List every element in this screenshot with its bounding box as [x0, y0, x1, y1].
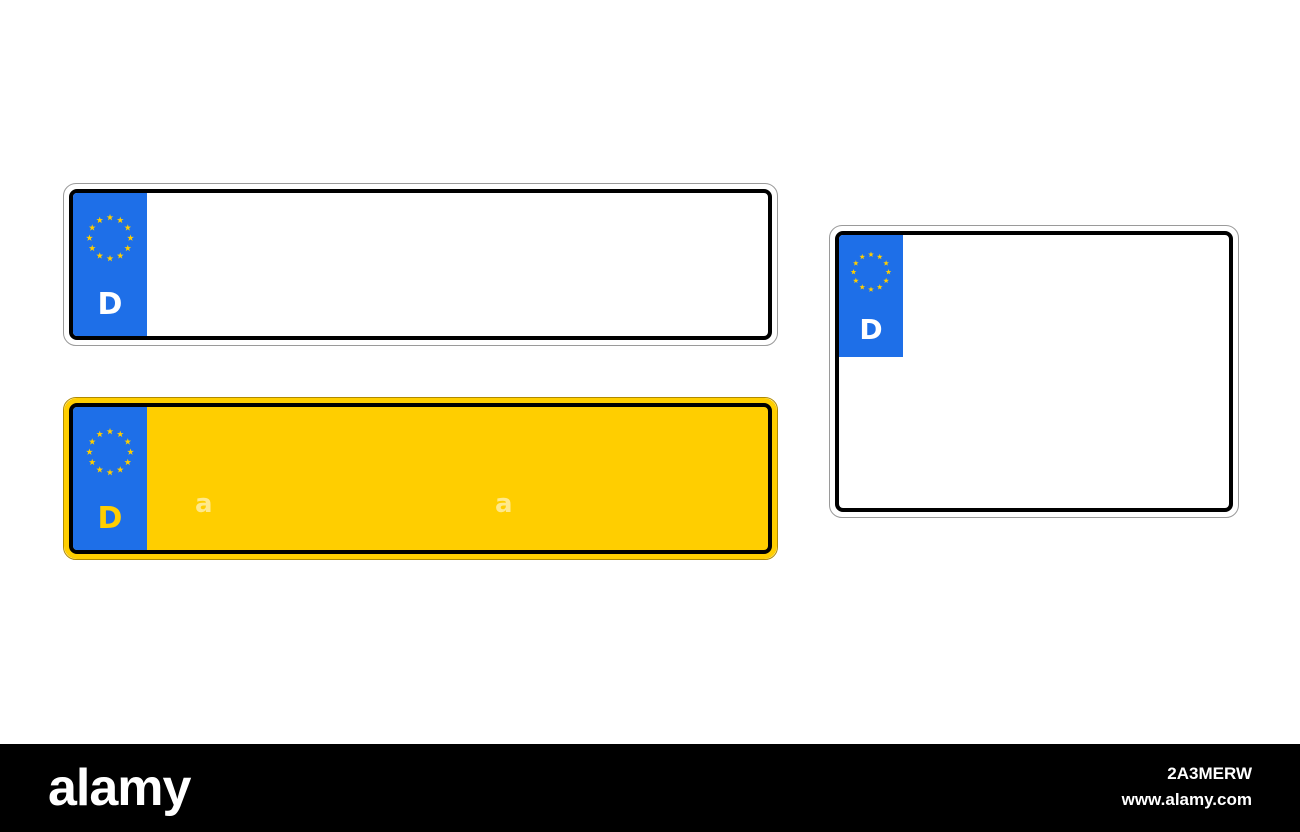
eu-star — [96, 216, 104, 224]
footer-bar: alamy 2A3MERW www.alamy.com — [0, 744, 1300, 832]
eu-star — [883, 260, 889, 266]
eu-star — [88, 224, 96, 231]
eu-band: D — [73, 193, 147, 336]
eu-star — [850, 269, 857, 275]
image-id: 2A3MERW — [1167, 764, 1252, 783]
eu-star — [96, 430, 104, 438]
watermark-letter: a — [195, 489, 213, 519]
license-plate-white-long: D — [63, 183, 778, 346]
eu-star — [885, 269, 892, 275]
eu-star — [859, 284, 866, 290]
eu-star — [88, 438, 96, 445]
eu-star — [96, 252, 104, 259]
eu-star — [116, 430, 124, 438]
eu-star — [116, 216, 124, 224]
eu-star — [853, 277, 859, 284]
watermark-letter: a — [495, 489, 513, 519]
eu-star — [127, 234, 134, 241]
eu-star — [868, 286, 874, 292]
eu-star — [116, 466, 124, 473]
eu-star — [88, 458, 96, 466]
eu-star — [876, 284, 883, 290]
eu-star — [116, 252, 124, 259]
eu-star — [883, 277, 889, 284]
eu-star — [876, 253, 883, 260]
country-code: D — [97, 287, 123, 322]
eu-star — [124, 438, 132, 445]
eu-star — [124, 224, 132, 231]
eu-star — [86, 448, 93, 455]
eu-star — [106, 469, 114, 476]
license-plate-yellow-long: D a a — [63, 397, 778, 560]
plate-frame: D — [835, 231, 1233, 512]
site-url[interactable]: www.alamy.com — [1121, 790, 1252, 809]
country-code: D — [859, 313, 883, 346]
eu-star — [88, 244, 96, 252]
plate-frame: D — [69, 189, 772, 340]
eu-star — [859, 253, 866, 260]
eu-stars-icon — [86, 427, 134, 476]
eu-star — [868, 251, 874, 257]
eu-star — [86, 234, 93, 241]
eu-star — [124, 244, 132, 252]
eu-band: D — [839, 235, 903, 357]
eu-star — [106, 255, 114, 262]
license-plate-white-square: D — [829, 225, 1239, 518]
eu-star — [127, 448, 134, 455]
eu-star — [124, 458, 132, 466]
plate-frame: D a a — [69, 403, 772, 554]
eu-star — [106, 427, 114, 435]
country-code: D — [97, 501, 123, 536]
eu-star — [853, 260, 859, 266]
eu-star — [96, 466, 104, 473]
alamy-logo[interactable]: alamy — [48, 759, 191, 817]
eu-star — [106, 213, 114, 221]
eu-stars-icon — [86, 213, 134, 262]
eu-stars-icon — [850, 251, 892, 292]
eu-band: D — [73, 407, 147, 550]
